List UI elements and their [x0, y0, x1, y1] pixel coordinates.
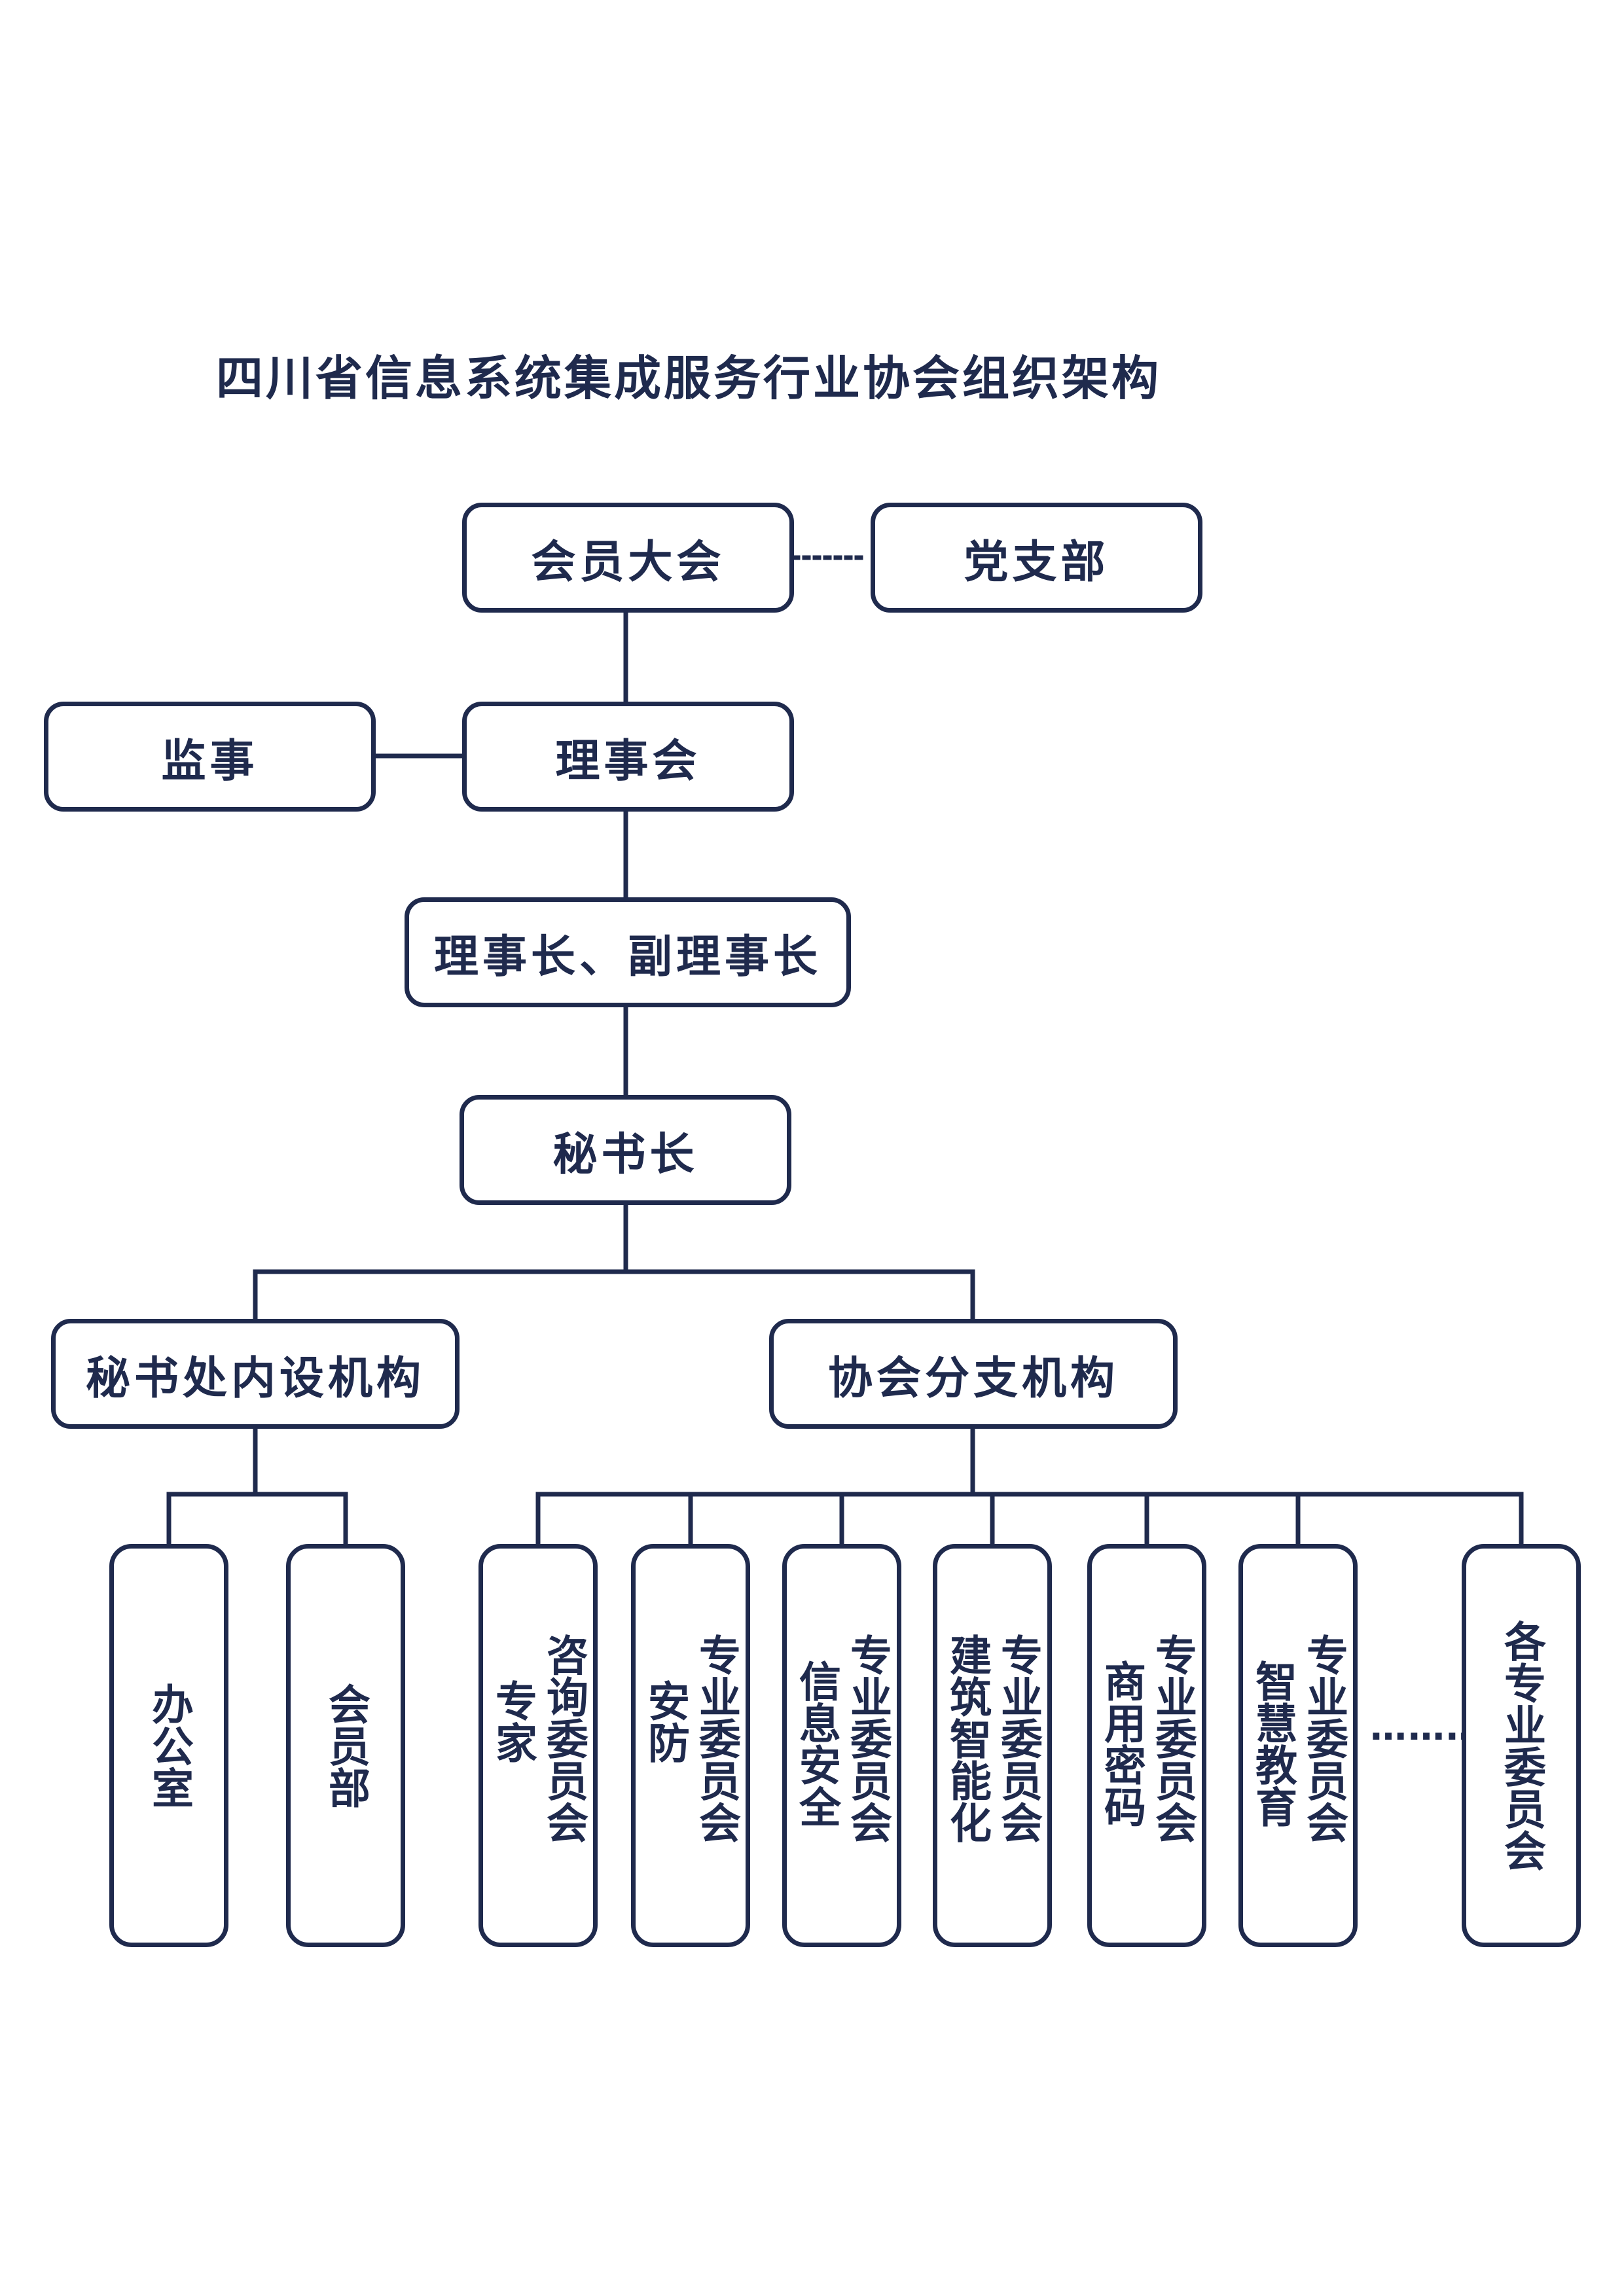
node-label: 会员部 [321, 1683, 370, 1808]
node-committee-info-security: 专业委员会 信息安全 [782, 1544, 901, 1947]
node-label: 协会分支机构 [827, 1352, 1119, 1405]
node-label: 各专业委员会 [1497, 1620, 1545, 1871]
node-secretary-general: 秘书长 [460, 1095, 791, 1205]
node-committee-expert: 咨询委员会 专家 [478, 1544, 598, 1947]
node-label-col2: 专业委员会 [843, 1634, 892, 1843]
node-label-col1: 专家 [488, 1679, 537, 1763]
node-label-col1: 安防 [641, 1679, 689, 1763]
node-chairs: 理事长、副理事长 [405, 897, 851, 1007]
node-branches: 协会分支机构 [769, 1319, 1178, 1429]
node-label-col1: 建筑智能化 [943, 1634, 991, 1843]
node-label-col2: 专业委员会 [1299, 1634, 1348, 1843]
node-label: 理事长、副理事长 [433, 931, 821, 983]
node-label-col2: 专业委员会 [1148, 1634, 1197, 1843]
node-supervisor: 监事 [44, 702, 376, 812]
node-label: 秘书处内设机构 [85, 1352, 425, 1405]
node-council: 理事会 [462, 702, 794, 812]
node-label-col2: 专业委员会 [692, 1634, 740, 1843]
node-membership-dept: 会员部 [286, 1544, 405, 1947]
node-label: 会员大会 [531, 536, 725, 588]
node-label: 办公室 [145, 1683, 193, 1808]
node-label: 监事 [161, 735, 259, 787]
node-label-col2: 专业委员会 [994, 1634, 1042, 1843]
node-label-col1: 信息安全 [792, 1660, 840, 1827]
node-committee-commercial-crypto: 专业委员会 商用密码 [1087, 1544, 1206, 1947]
node-general-assembly: 会员大会 [462, 503, 794, 613]
page-title: 四川省信息系统集成服务行业协会组织架构 [216, 351, 1162, 406]
node-committee-building-intelligence: 专业委员会 建筑智能化 [933, 1544, 1052, 1947]
node-label: 理事会 [555, 735, 701, 787]
node-label-col1: 智慧教育 [1248, 1660, 1297, 1827]
node-other-committees: 各专业委员会 [1462, 1544, 1581, 1947]
node-committee-smart-education: 专业委员会 智慧教育 [1238, 1544, 1358, 1947]
node-party-branch: 党支部 [871, 503, 1202, 613]
node-label: 秘书长 [552, 1128, 698, 1181]
node-internal-depts: 秘书处内设机构 [51, 1319, 460, 1429]
node-label-col1: 商用密码 [1097, 1660, 1146, 1827]
node-office: 办公室 [109, 1544, 228, 1947]
node-committee-security-prevention: 专业委员会 安防 [631, 1544, 750, 1947]
node-label-col2: 咨询委员会 [539, 1634, 588, 1843]
node-label: 党支部 [964, 536, 1110, 588]
